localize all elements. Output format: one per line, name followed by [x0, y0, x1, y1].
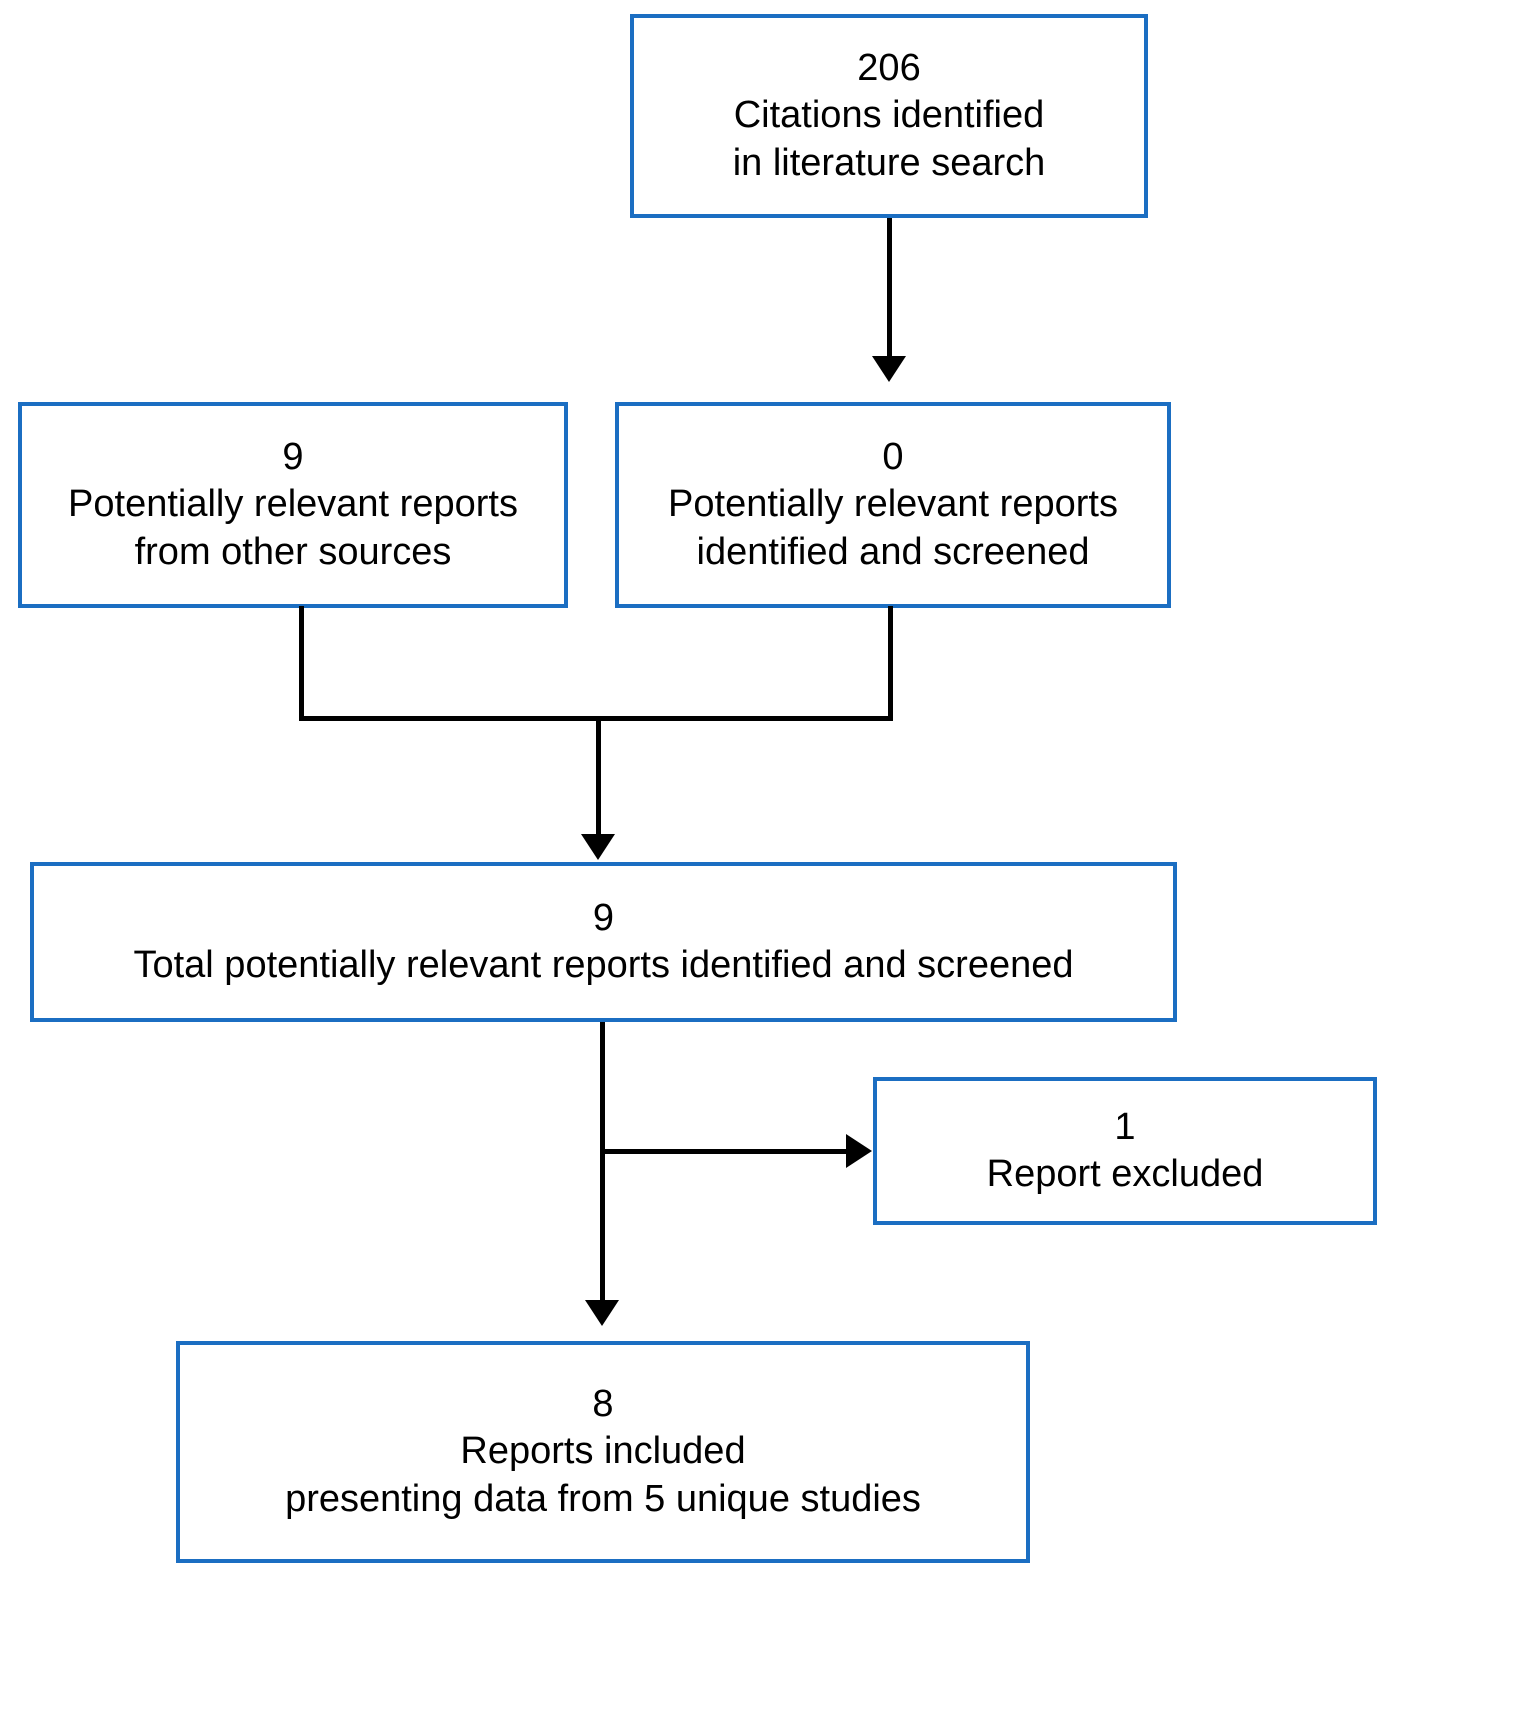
box-reports-included-count: 8 — [592, 1383, 614, 1426]
arrow-down-icon-merge-to-total — [581, 834, 615, 860]
box-other-sources-line2: from other sources — [134, 530, 452, 573]
box-citations-identified: 206 Citations identified in literature s… — [630, 14, 1148, 218]
connector-total-down-stem — [600, 1022, 605, 1302]
connector-total-to-excluded-horizontal — [600, 1149, 848, 1154]
box-citations-line1: Citations identified — [733, 94, 1045, 137]
arrow-down-icon-citations-to-screened — [872, 356, 906, 382]
connector-citations-to-screened-stem — [887, 218, 892, 358]
box-other-sources-count: 9 — [282, 436, 304, 479]
box-reports-included-line2: presenting data from 5 unique studies — [285, 1477, 921, 1520]
arrow-down-icon-total-to-included — [585, 1300, 619, 1326]
box-report-excluded-line1: Report excluded — [986, 1153, 1264, 1195]
connector-merge-to-total-stem — [596, 716, 601, 836]
box-total-potentially-relevant: 9 Total potentially relevant reports ide… — [30, 862, 1177, 1022]
box-report-excluded-count: 1 — [1114, 1105, 1136, 1148]
box-reports-included: 8 Reports included presenting data from … — [176, 1341, 1030, 1563]
box-identified-screened-line2: identified and screened — [696, 530, 1090, 573]
box-other-sources: 9 Potentially relevant reports from othe… — [18, 402, 568, 608]
box-reports-included-line1: Reports included — [460, 1430, 746, 1473]
connector-screened-down — [888, 606, 893, 718]
box-identified-and-screened: 0 Potentially relevant reports identifie… — [615, 402, 1171, 608]
box-total-screened-line1: Total potentially relevant reports ident… — [133, 944, 1074, 986]
box-report-excluded: 1 Report excluded — [873, 1077, 1377, 1225]
box-identified-screened-line1: Potentially relevant reports — [668, 483, 1118, 526]
arrow-right-icon-total-to-excluded — [846, 1134, 872, 1168]
box-citations-line2: in literature search — [732, 141, 1046, 184]
box-identified-screened-count: 0 — [882, 436, 904, 479]
box-total-screened-count: 9 — [592, 896, 615, 939]
connector-other-sources-down — [299, 606, 304, 718]
box-citations-count: 206 — [857, 47, 921, 90]
box-other-sources-line1: Potentially relevant reports — [68, 483, 518, 526]
